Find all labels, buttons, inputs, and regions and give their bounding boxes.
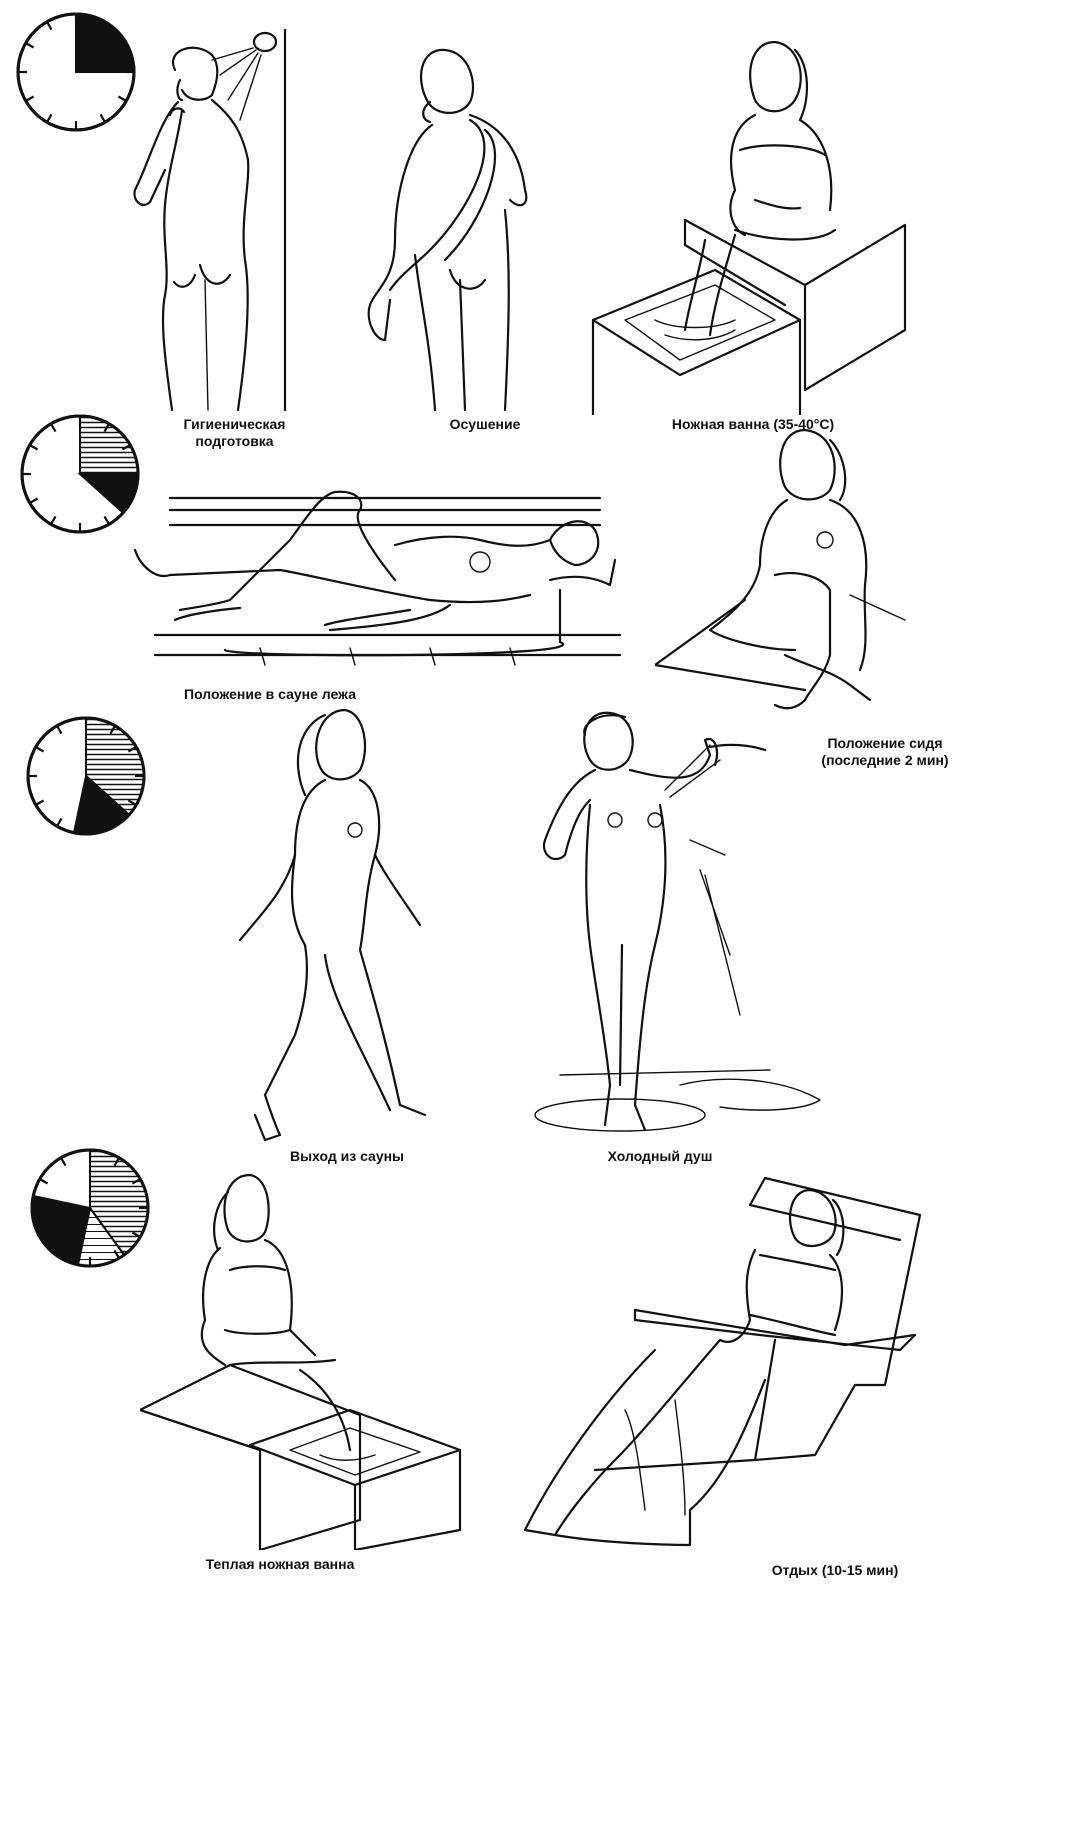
caption-lying: Положение в сауне лежа xyxy=(150,686,390,703)
caption-warm-foot-bath: Теплая ножная ванна xyxy=(180,1556,380,1573)
caption-cold-shower: Холодный душ xyxy=(580,1148,740,1165)
figure-exit-sauna xyxy=(225,705,455,1145)
figure-warm-foot-bath xyxy=(140,1170,470,1550)
clock-stage-2 xyxy=(16,410,144,538)
figure-rest-deckchair xyxy=(515,1170,925,1560)
clock-stage-4 xyxy=(26,1144,154,1272)
caption-drying: Осушение xyxy=(420,416,550,433)
figure-sitting xyxy=(655,425,910,725)
caption-exit: Выход из сауны xyxy=(262,1148,432,1165)
caption-rest: Отдых (10-15 мин) xyxy=(745,1562,925,1579)
figure-foot-bath xyxy=(585,30,920,415)
figure-lying-in-sauna xyxy=(130,480,630,680)
clock-stage-3 xyxy=(22,712,150,840)
caption-hygiene-line2: подготовка xyxy=(172,433,297,450)
figure-hygiene-shower xyxy=(120,20,300,415)
figure-drying xyxy=(360,40,550,415)
figure-cold-shower xyxy=(530,705,850,1155)
caption-hygiene-line1: Гигиеническая xyxy=(172,416,297,433)
